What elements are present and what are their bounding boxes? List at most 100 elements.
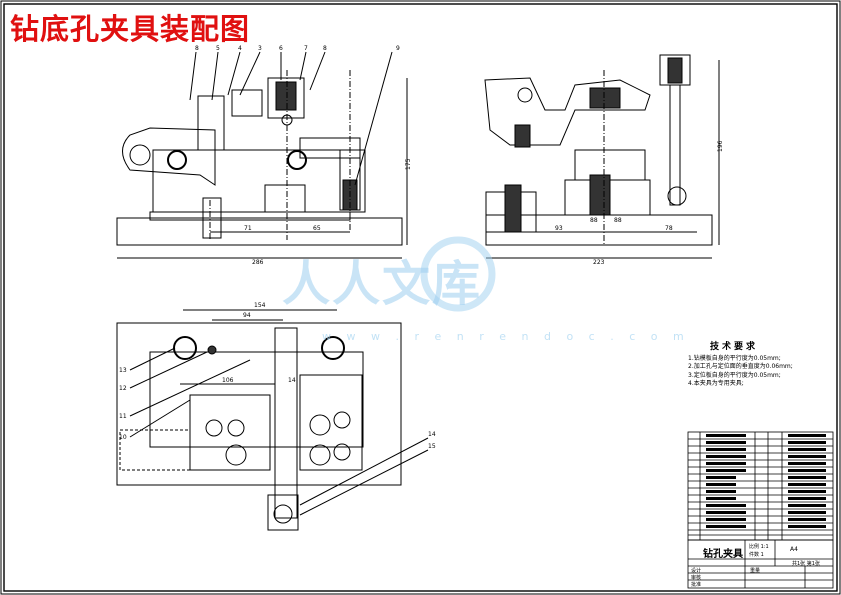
front-clamp-arm <box>299 137 361 159</box>
front-lever <box>122 127 216 186</box>
tech-requirement-item: 2.加工孔与定位面的垂直度为0.06mm; <box>688 363 793 371</box>
dim-top-106: 106 <box>222 377 234 384</box>
leader-15 <box>299 449 429 516</box>
front-bolt <box>202 197 222 239</box>
tech-requirements-title: 技术要求 <box>710 342 759 352</box>
top-small-hole <box>207 345 217 355</box>
tech-requirement-item: 4.本夹具为专用夹具; <box>688 380 744 388</box>
top-hole-right <box>321 336 345 360</box>
top-hidden-block <box>119 429 191 471</box>
top-block-right <box>299 374 363 471</box>
top-body <box>149 351 364 448</box>
parts-row-text <box>706 497 736 500</box>
leader-6 <box>299 51 307 81</box>
front-view-labels: 8 5 4 3 6 7 8 9 286 71 65 175 <box>195 45 412 266</box>
side-nut-core <box>667 57 683 84</box>
side-view-labels: 223 93 88 88 78 196 <box>555 140 724 266</box>
side-view <box>484 54 720 259</box>
tech-requirement-item: 3.定位板自身的平行度为0.05mm; <box>688 371 781 379</box>
front-hole-right <box>287 150 307 170</box>
tech-requirement-item: 1.钻模板自身的平行度为0.05mm; <box>688 355 781 362</box>
part-number: 8 <box>323 45 327 52</box>
parts-row-text <box>706 511 746 514</box>
parts-row-spec <box>788 441 826 444</box>
parts-row-text <box>706 434 746 437</box>
side-pin <box>514 124 531 148</box>
part-number: 4 <box>238 45 242 52</box>
title-block-row-design: 设计 <box>691 568 702 574</box>
dim-top-154: 154 <box>254 302 266 309</box>
parts-row-spec <box>788 518 826 521</box>
leader-14 <box>299 437 429 506</box>
top-view-labels: 13 12 11 10 14 15 154 94 106 14 <box>119 302 436 450</box>
part-number: 15 <box>428 443 436 450</box>
side-drill-bushing <box>589 87 621 109</box>
leader-13 <box>129 347 176 371</box>
parts-row-spec <box>788 497 826 500</box>
watermark-url: w w w . r e n r e n d o c . c o m <box>322 330 690 343</box>
title-block-row-approve: 批准 <box>691 582 702 588</box>
title-block-size: A4 <box>790 546 798 553</box>
parts-row-spec <box>788 525 826 528</box>
top-circle-5 <box>333 411 351 429</box>
top-circle-6 <box>309 444 331 466</box>
parts-row-spec <box>788 504 826 507</box>
parts-row-spec <box>788 434 826 437</box>
part-number: 3 <box>258 45 262 52</box>
front-bushing-core <box>275 81 297 111</box>
parts-row-spec <box>788 455 826 458</box>
title-block-scale: 比例 1:1 <box>749 544 769 550</box>
leader-4 <box>239 51 261 96</box>
dim-front-mid: 65 <box>313 225 321 232</box>
watermark-text: 人人文库 <box>282 256 483 312</box>
page-title: 钻底孔夹具装配图 <box>10 12 251 46</box>
part-number: 7 <box>304 45 308 52</box>
top-view <box>116 309 429 531</box>
top-arm-end <box>267 494 299 531</box>
parts-row-spec <box>788 490 826 493</box>
leader-1 <box>189 51 197 101</box>
front-lever-hole <box>129 144 151 166</box>
parts-row-text <box>706 476 736 479</box>
parts-row-spec <box>788 462 826 465</box>
dim-top-94: 94 <box>243 312 251 319</box>
front-base-plate <box>149 211 351 221</box>
front-hole-left <box>167 150 187 170</box>
side-hole <box>667 186 687 206</box>
part-number: 12 <box>119 385 127 392</box>
leader-7 <box>309 51 326 91</box>
part-number: 6 <box>279 45 283 52</box>
parts-list <box>687 431 834 589</box>
top-circle-1 <box>205 419 223 437</box>
parts-row-spec <box>788 476 826 479</box>
parts-row-spec <box>788 483 826 486</box>
dim-side-height: 196 <box>717 140 724 152</box>
top-hole-left <box>173 336 197 360</box>
front-nut <box>264 184 306 213</box>
top-circle-2 <box>227 419 245 437</box>
front-view <box>116 51 408 259</box>
dim-side-c: 88 <box>614 217 622 224</box>
side-clamp-lever <box>484 77 651 146</box>
part-number: 9 <box>396 45 400 52</box>
leader-2 <box>211 51 219 101</box>
parts-row-text <box>706 525 746 528</box>
part-number: 5 <box>216 45 220 52</box>
dim-side-b: 88 <box>590 217 598 224</box>
dim-side-d: 78 <box>665 225 673 232</box>
top-circle-3 <box>225 444 247 466</box>
parts-row-text <box>706 490 736 493</box>
front-clamp-block <box>231 89 263 117</box>
parts-row-text <box>706 455 746 458</box>
part-number: 14 <box>428 431 436 438</box>
dim-front-total: 286 <box>252 259 264 266</box>
parts-row-spec <box>788 469 826 472</box>
dim-top-14: 14 <box>288 377 296 384</box>
title-block-sheets: 共1张 第1张 <box>792 561 820 567</box>
part-number: 11 <box>119 413 127 420</box>
front-drill-bushing <box>267 77 305 119</box>
leader-11 <box>129 359 251 417</box>
dim-front-height: 175 <box>405 158 412 170</box>
part-number: 8 <box>195 45 199 52</box>
